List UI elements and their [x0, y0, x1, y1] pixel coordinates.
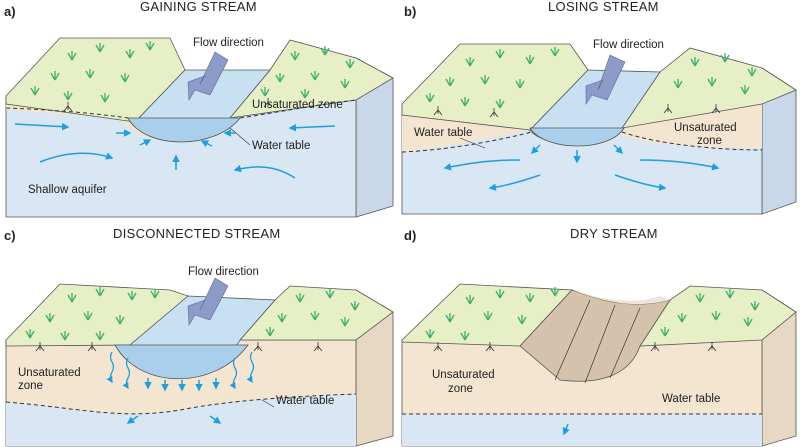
channel-bed-lines [554, 299, 641, 384]
unsaturated-zone-label-line2: zone [18, 380, 43, 392]
unsaturated-zone-label-line1: Unsaturated [674, 122, 737, 134]
panel-b-title: LOSING STREAM [548, 0, 659, 14]
panel-d-title: DRY STREAM [570, 226, 658, 241]
aquifer-zone [402, 414, 762, 446]
panel-gaining-stream: a) GAINING STREAM Flow direction Unsatur… [4, 0, 394, 218]
unsaturated-zone-label-line2: zone [448, 383, 473, 395]
leader-line [261, 399, 275, 408]
panel-dry-stream: d) DRY STREAM Unsaturated zone Water tab… [401, 226, 797, 447]
water-table-label: Water table [414, 127, 472, 139]
unsaturated-zone-label-line2: zone [697, 135, 722, 147]
panel-a-letter: a) [4, 4, 16, 19]
panel-b-letter: b) [404, 4, 416, 19]
water-table-label: Water table [662, 393, 720, 405]
water-table-line [5, 99, 357, 119]
grass-tuft-icon [425, 287, 760, 341]
groundwater-arrow-icon [443, 144, 720, 191]
groundwater-arrow-icon [14, 122, 336, 179]
groundwater-arrow-icon [126, 378, 222, 424]
aquifer-zone [6, 394, 356, 446]
dry-channel-far-bank [572, 290, 670, 305]
water-table-line [401, 131, 763, 153]
leader-line [229, 127, 251, 146]
grass-tuft-icon [425, 47, 757, 109]
seepage-arrow-icon [106, 351, 255, 390]
unsaturated-zone-label-line1: Unsaturated [432, 369, 495, 381]
flow-direction-label: Flow direction [188, 266, 259, 278]
panel-a-title: GAINING STREAM [140, 0, 257, 14]
panel-disconnected-stream: c) DISCONNECTED STREAM Flow direction Un… [4, 226, 394, 447]
root-icon [433, 104, 721, 118]
grass-tuft-icon [30, 41, 355, 103]
flow-arrow-icon [585, 54, 626, 105]
flow-direction-label: Flow direction [193, 37, 264, 49]
shallow-aquifer-label: Shallow aquifer [28, 184, 107, 196]
panel-d-letter: d) [404, 228, 416, 243]
flow-arrow-icon [187, 51, 229, 101]
stream-cross-section [529, 127, 625, 147]
root-icon [35, 342, 323, 352]
water-table-label: Water table [276, 395, 334, 407]
root-icon [433, 342, 717, 352]
leader-line [459, 137, 486, 149]
grass-tuft-icon [25, 287, 360, 341]
flow-arrow-icon [187, 277, 229, 326]
groundwater-arrow-icon [562, 423, 570, 436]
panel-losing-stream: b) LOSING STREAM Flow direction Water ta… [401, 0, 797, 215]
unsaturated-zone-label-line1: Unsaturated [18, 367, 81, 379]
panel-c-letter: c) [4, 228, 16, 243]
root-icon [63, 98, 273, 112]
water-table-line [5, 393, 357, 415]
panel-c-title: DISCONNECTED STREAM [113, 226, 281, 241]
unsaturated-zone-label: Unsaturated zone [252, 99, 343, 111]
flow-direction-label: Flow direction [593, 39, 664, 51]
stream-cross-section [127, 117, 241, 143]
water-table-label: Water table [252, 140, 310, 152]
